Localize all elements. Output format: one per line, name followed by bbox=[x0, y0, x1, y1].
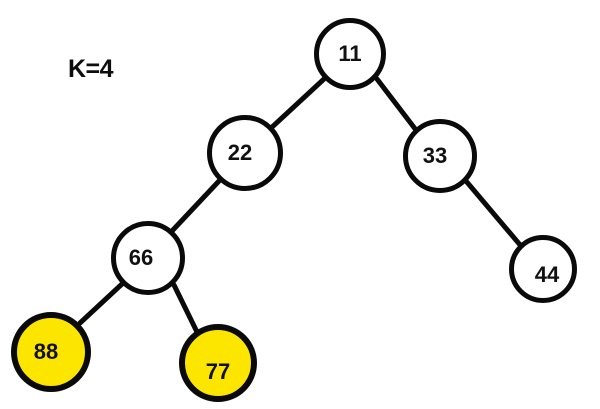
tree-node-label-77: 77 bbox=[205, 359, 231, 384]
tree-edge bbox=[267, 76, 327, 132]
tree-edge bbox=[374, 76, 419, 133]
tree-node-label-66: 66 bbox=[128, 245, 154, 270]
tree-node-22[interactable] bbox=[207, 115, 283, 191]
tree-node-label-22: 22 bbox=[227, 140, 253, 165]
tree-node-33[interactable] bbox=[403, 119, 477, 193]
tree-edge bbox=[463, 178, 524, 249]
tree-node-77[interactable] bbox=[179, 324, 257, 402]
tree-node-label-44: 44 bbox=[534, 262, 560, 287]
tree-node-label-33: 33 bbox=[422, 143, 448, 168]
tree-node-label-88: 88 bbox=[33, 339, 59, 364]
tree-node-44[interactable] bbox=[509, 235, 577, 303]
tree-edge bbox=[171, 282, 200, 335]
tree-node-66[interactable] bbox=[111, 221, 185, 295]
tree-node-11[interactable] bbox=[314, 18, 386, 90]
tree-node-label-11: 11 bbox=[338, 41, 362, 66]
tree-edge bbox=[169, 178, 222, 234]
k-parameter-label: K=4 bbox=[68, 55, 114, 83]
tree-node-88[interactable] bbox=[11, 312, 91, 392]
tree-edge bbox=[77, 281, 125, 326]
